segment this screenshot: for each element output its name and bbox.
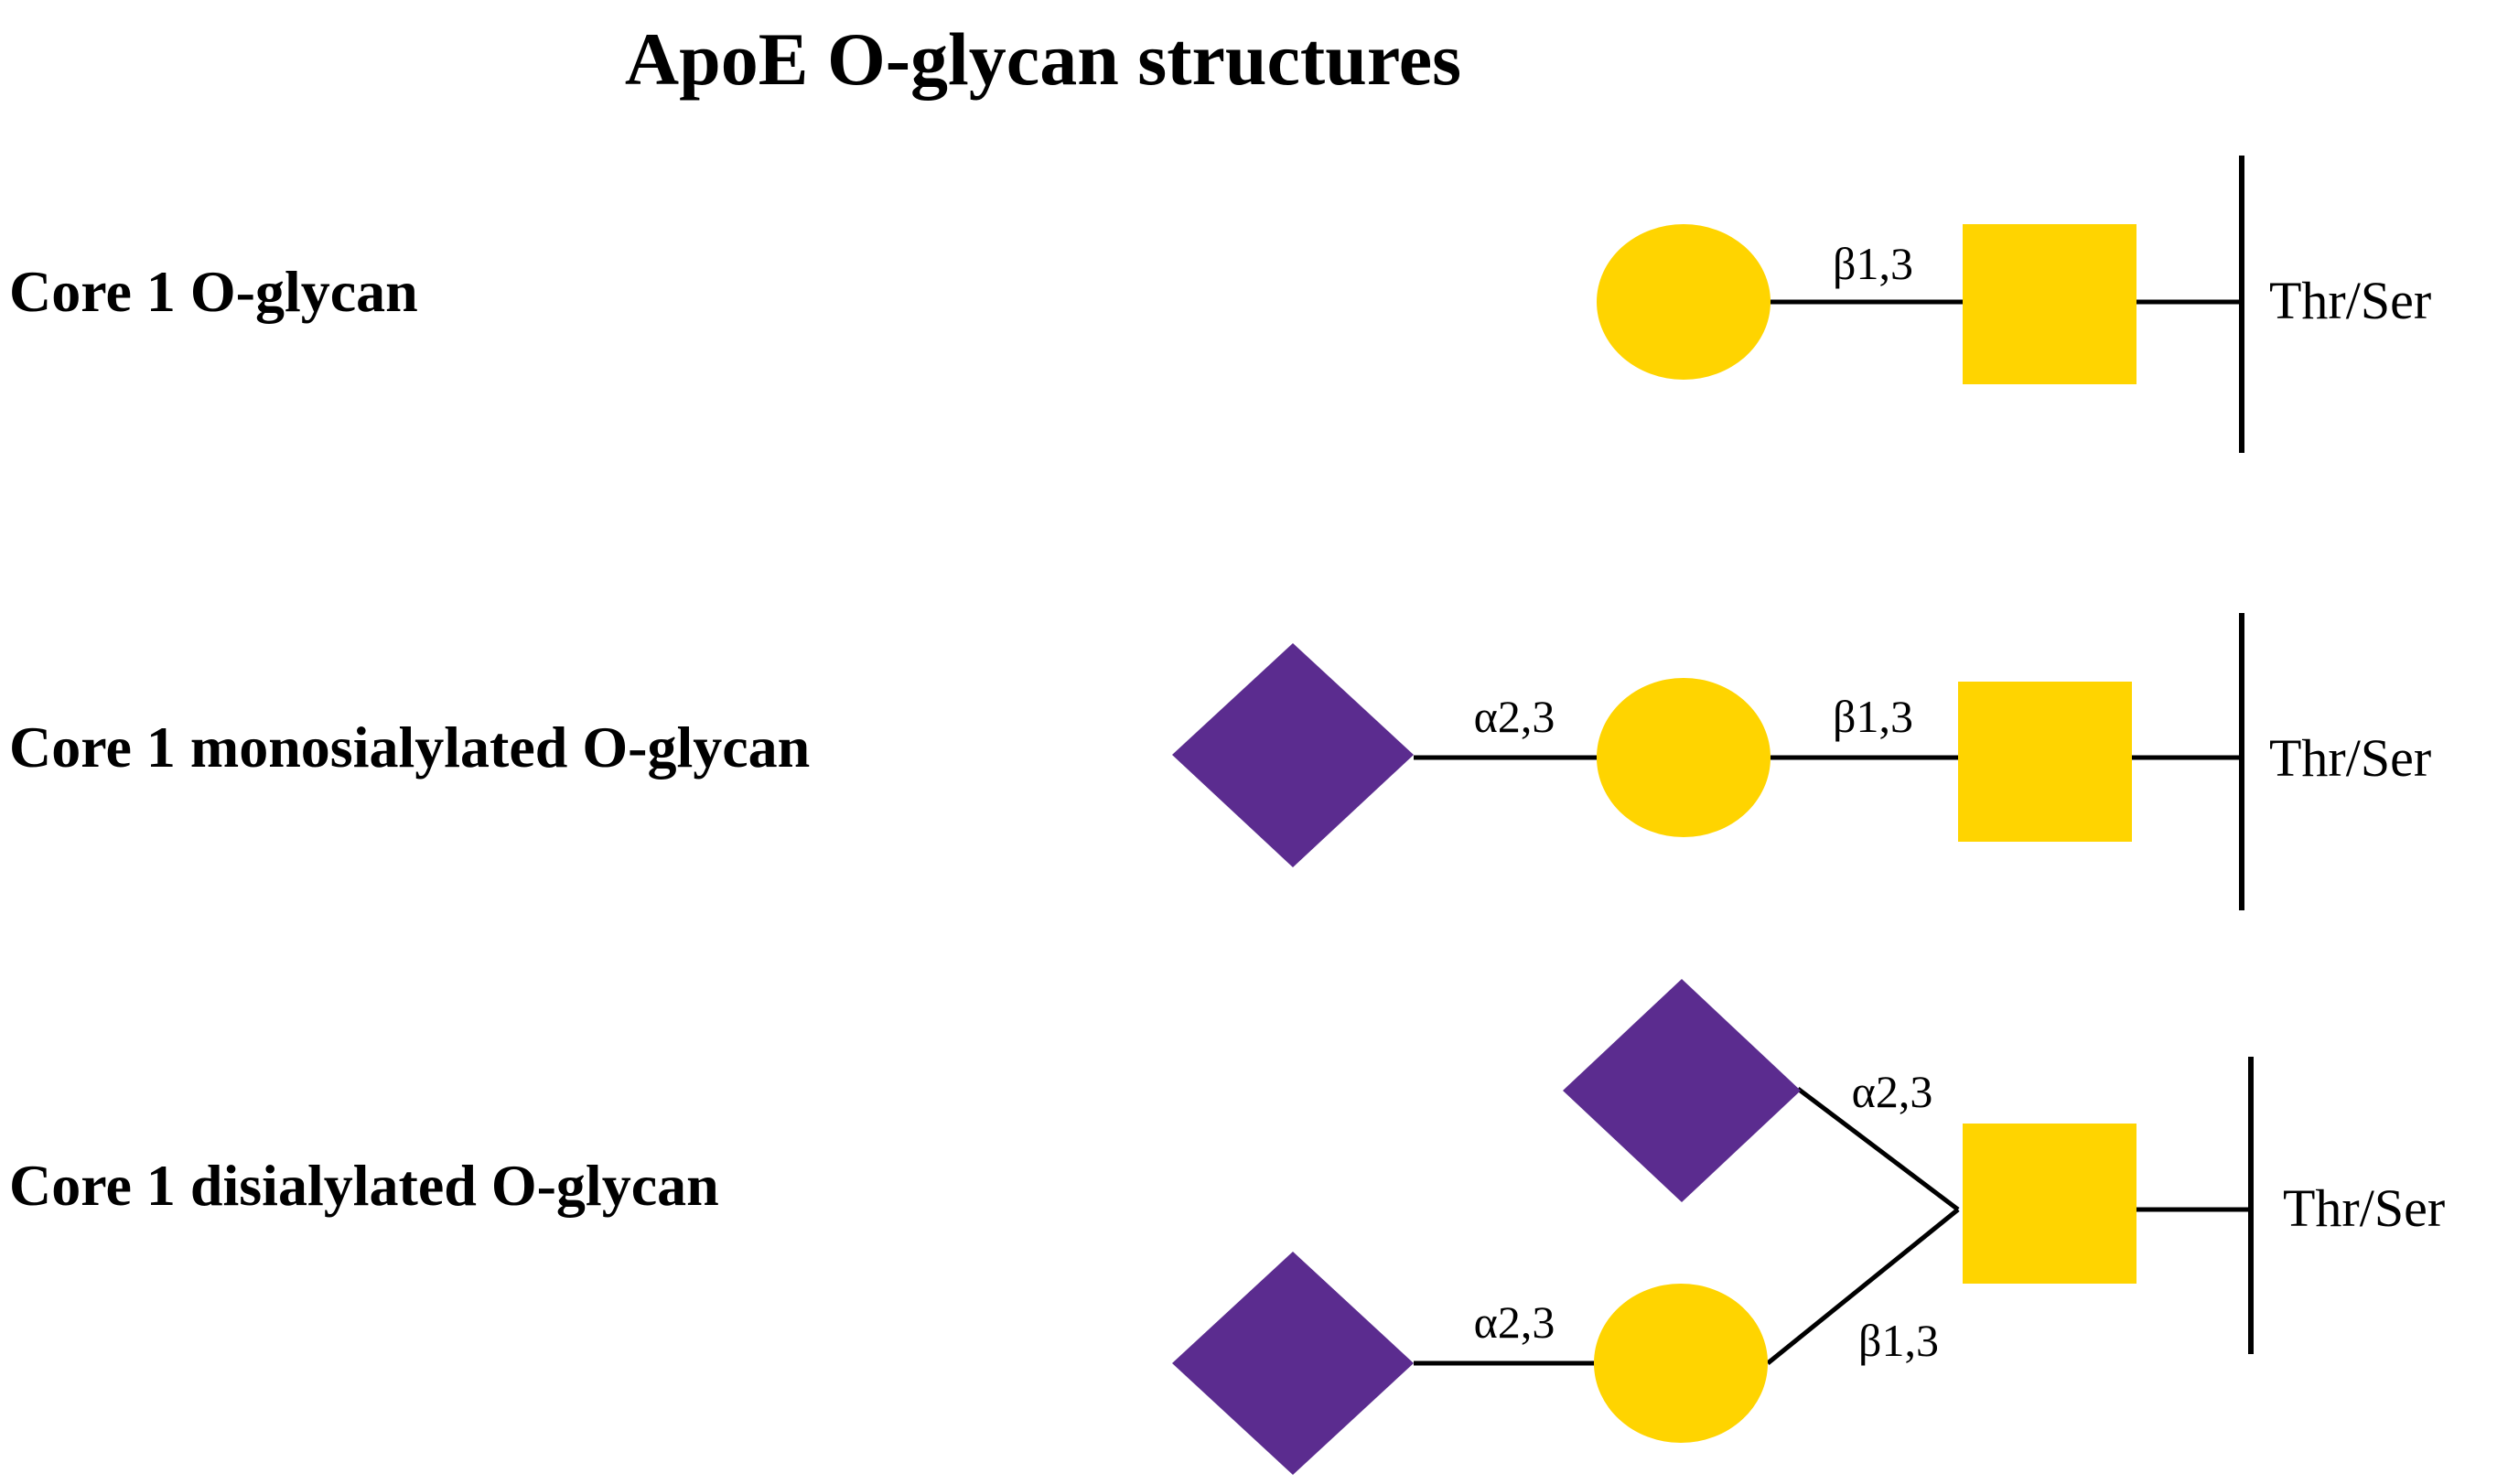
- galnac-square-icon: [1963, 224, 2136, 384]
- bond-gal-galnac: [1766, 1208, 1960, 1365]
- galnac-square-icon: [1963, 1124, 2136, 1284]
- linkage-label-gal-galnac: β1,3: [1833, 238, 1913, 289]
- galactose-circle-icon: [1597, 678, 1771, 837]
- linkage-label-sia-gal: α2,3: [1474, 691, 1555, 742]
- structure-label-core1: Core 1 O-glycan: [9, 259, 418, 324]
- linkage-label-gal-galnac: β1,3: [1858, 1315, 1939, 1366]
- galactose-circle-icon: [1594, 1284, 1768, 1443]
- sialic-acid-diamond-icon: [1563, 979, 1801, 1202]
- linkage-label-sia-galnac: α2,3: [1852, 1066, 1933, 1117]
- structure-disialylated: Core 1 disialylated O-glycan α2,3 α2,3 β…: [9, 979, 2445, 1475]
- linkage-label-gal-galnac: β1,3: [1833, 691, 1913, 742]
- figure-title: ApoE O-glycan structures: [625, 17, 1461, 101]
- structure-core1: Core 1 O-glycan β1,3 Thr/Ser: [9, 156, 2431, 453]
- structure-label-disialylated: Core 1 disialylated O-glycan: [9, 1153, 719, 1218]
- sialic-acid-diamond-icon: [1172, 643, 1414, 867]
- linkage-label-sia-gal: α2,3: [1474, 1296, 1555, 1348]
- sialic-acid-diamond-icon: [1172, 1252, 1414, 1475]
- structure-label-monosialylated: Core 1 monosialylated O-glycan: [9, 715, 810, 780]
- galnac-square-icon: [1958, 682, 2132, 842]
- attachment-label: Thr/Ser: [2269, 728, 2431, 788]
- attachment-label: Thr/Ser: [2269, 271, 2431, 330]
- structure-monosialylated: Core 1 monosialylated O-glycan α2,3 β1,3…: [9, 613, 2431, 910]
- bond-sia-galnac: [1796, 1087, 1960, 1211]
- galactose-circle-icon: [1597, 224, 1771, 380]
- attachment-label: Thr/Ser: [2283, 1178, 2445, 1238]
